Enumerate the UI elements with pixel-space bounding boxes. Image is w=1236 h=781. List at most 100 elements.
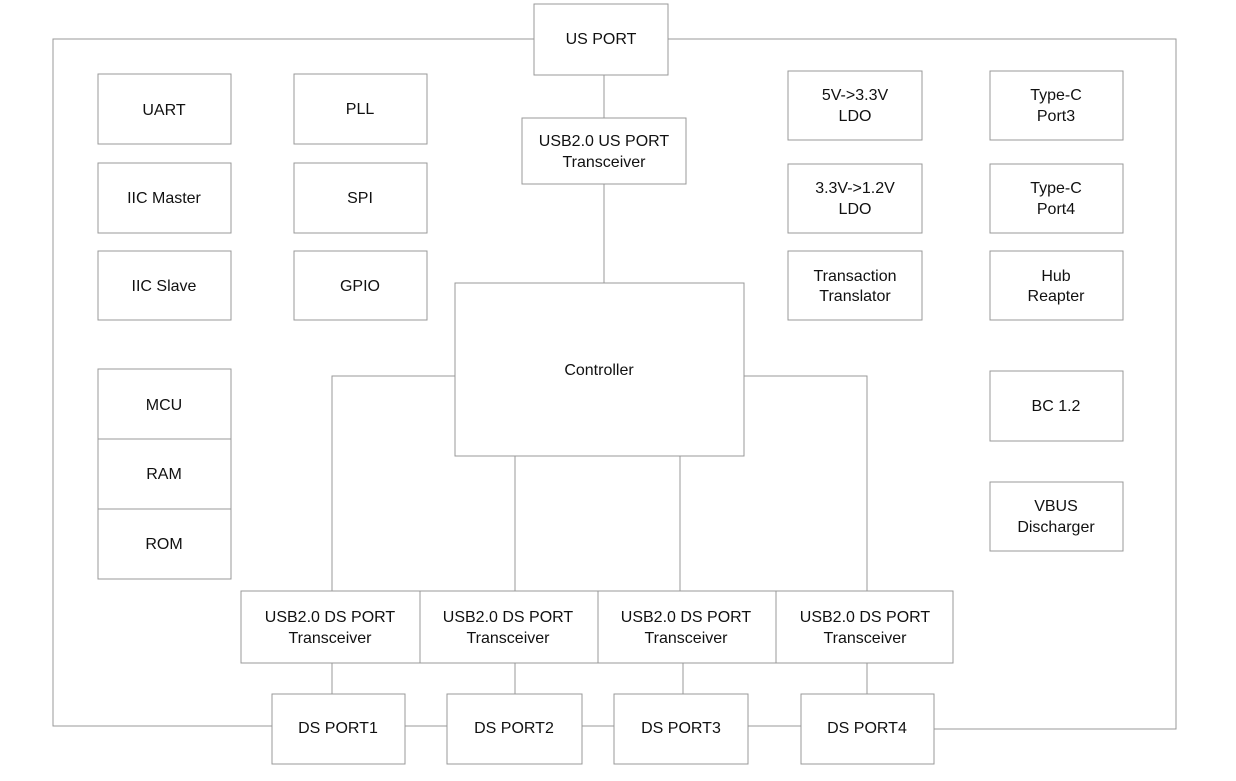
- hub-repeater-label-line2: Reapter: [1028, 288, 1086, 305]
- ds-port4-block: DS PORT4: [800, 693, 935, 765]
- ds-port2-label: DS PORT2: [474, 720, 554, 737]
- gpio-label: GPIO: [340, 278, 380, 295]
- ldo-5v-label-line2: LDO: [839, 108, 872, 125]
- ds-transceiver-4-box: [775, 590, 954, 664]
- outer-frame-wire-right: [668, 38, 1177, 730]
- vbus-discharger-block: VBUS Discharger: [989, 481, 1124, 552]
- mcu-ram-rom-stack: MCU RAM ROM: [97, 368, 232, 580]
- ram-label: RAM: [146, 466, 182, 483]
- pll-block: PLL: [293, 73, 428, 145]
- ds-transceiver-2-label-line2: Transceiver: [467, 630, 551, 647]
- ds-port3-block: DS PORT3: [613, 693, 749, 765]
- us-transceiver-label-line1: USB2.0 US PORT: [539, 133, 670, 150]
- iic-slave-box: [97, 250, 232, 321]
- iic-slave-block: IIC Slave: [97, 250, 232, 321]
- us-port-box: [533, 3, 669, 76]
- bc12-block: BC 1.2: [989, 370, 1124, 442]
- ds-port1-box: [271, 693, 406, 765]
- spi-box: [293, 162, 428, 234]
- ds-transceiver-4-block: USB2.0 DS PORT Transceiver: [775, 590, 954, 664]
- vbus-discharger-box: [989, 481, 1124, 552]
- type-c-port3-label-line1: Type-C: [1030, 87, 1082, 104]
- ram-box: [97, 438, 232, 510]
- transaction-translator-block: Transaction Translator: [787, 250, 923, 321]
- gpio-box: [293, 250, 428, 321]
- spi-label: SPI: [347, 190, 373, 207]
- ds-transceiver-2-label-line1: USB2.0 DS PORT: [443, 609, 574, 626]
- ds-transceiver-3-box: [597, 590, 777, 664]
- vbus-discharger-label-line1: VBUS: [1034, 498, 1078, 515]
- controller-label: Controller: [564, 362, 634, 379]
- outer-frame-wire: [52, 38, 534, 727]
- ds-transceiver-1-block: USB2.0 DS PORT Transceiver: [240, 590, 421, 664]
- wires: [52, 38, 1177, 730]
- rom-label: ROM: [145, 536, 182, 553]
- ds-transceiver-2-box: [419, 590, 599, 664]
- type-c-port3-label-line2: Port3: [1037, 108, 1075, 125]
- iic-master-box: [97, 162, 232, 234]
- type-c-port4-box: [989, 163, 1124, 234]
- ldo-33v-label-line1: 3.3V->1.2V: [815, 180, 895, 197]
- mcu-box: [97, 368, 232, 440]
- ds-port4-label: DS PORT4: [827, 720, 907, 737]
- ds-port1-block: DS PORT1: [271, 693, 406, 765]
- ds-port2-block: DS PORT2: [446, 693, 583, 765]
- gpio-block: GPIO: [293, 250, 428, 321]
- ldo-5v-box: [787, 70, 923, 141]
- controller-block: Controller: [454, 282, 745, 457]
- ldo-5v-block: 5V->3.3V LDO: [787, 70, 923, 141]
- ldo-33v-label-line2: LDO: [839, 201, 872, 218]
- hub-repeater-block: Hub Reapter: [989, 250, 1124, 321]
- type-c-port3-box: [989, 70, 1124, 141]
- ldo-33v-block: 3.3V->1.2V LDO: [787, 163, 923, 234]
- transaction-translator-label-line1: Transaction: [814, 268, 897, 285]
- ds-port1-label: DS PORT1: [298, 720, 378, 737]
- ds-port4-box: [800, 693, 935, 765]
- iic-slave-label: IIC Slave: [132, 278, 197, 295]
- mcu-label: MCU: [146, 397, 182, 414]
- type-c-port4-block: Type-C Port4: [989, 163, 1124, 234]
- ds-transceiver-1-box: [240, 590, 421, 664]
- controller-box: [454, 282, 745, 457]
- type-c-port3-block: Type-C Port3: [989, 70, 1124, 141]
- ds-transceiver-4-label-line1: USB2.0 DS PORT: [800, 609, 931, 626]
- ds-transceiver-2-block: USB2.0 DS PORT Transceiver: [419, 590, 599, 664]
- hub-repeater-box: [989, 250, 1124, 321]
- uart-block: UART: [97, 73, 232, 145]
- us-transceiver-label-line2: Transceiver: [563, 154, 647, 171]
- ds-port2-box: [446, 693, 583, 765]
- pll-label: PLL: [346, 101, 375, 118]
- ds-port3-label: DS PORT3: [641, 720, 721, 737]
- transaction-translator-label-line2: Translator: [819, 288, 891, 305]
- uart-box: [97, 73, 232, 145]
- uart-label: UART: [142, 102, 185, 119]
- wire-controller-ds1: [331, 375, 455, 591]
- ldo-5v-label-line1: 5V->3.3V: [822, 87, 889, 104]
- ds-transceiver-3-label-line2: Transceiver: [645, 630, 729, 647]
- ds-transceiver-3-block: USB2.0 DS PORT Transceiver: [597, 590, 777, 664]
- pll-box: [293, 73, 428, 145]
- ds-transceiver-3-label-line1: USB2.0 DS PORT: [621, 609, 752, 626]
- ds-port3-box: [613, 693, 749, 765]
- hub-repeater-label-line1: Hub: [1041, 268, 1070, 285]
- us-port-label: US PORT: [566, 31, 637, 48]
- ldo-33v-box: [787, 163, 923, 234]
- type-c-port4-label-line2: Port4: [1037, 201, 1075, 218]
- ds-transceiver-1-label-line1: USB2.0 DS PORT: [265, 609, 396, 626]
- ds-transceiver-1-label-line2: Transceiver: [289, 630, 373, 647]
- spi-block: SPI: [293, 162, 428, 234]
- ds-transceiver-4-label-line2: Transceiver: [824, 630, 908, 647]
- rom-box: [97, 508, 232, 580]
- us-transceiver-box: [521, 117, 687, 185]
- us-port-block: US PORT: [533, 3, 669, 76]
- iic-master-label: IIC Master: [127, 190, 201, 207]
- us-transceiver-block: USB2.0 US PORT Transceiver: [521, 117, 687, 185]
- wire-controller-ds4: [744, 375, 868, 591]
- type-c-port4-label-line1: Type-C: [1030, 180, 1082, 197]
- bc12-box: [989, 370, 1124, 442]
- transaction-translator-box: [787, 250, 923, 321]
- bc12-label: BC 1.2: [1032, 398, 1081, 415]
- vbus-discharger-label-line2: Discharger: [1017, 519, 1095, 536]
- iic-master-block: IIC Master: [97, 162, 232, 234]
